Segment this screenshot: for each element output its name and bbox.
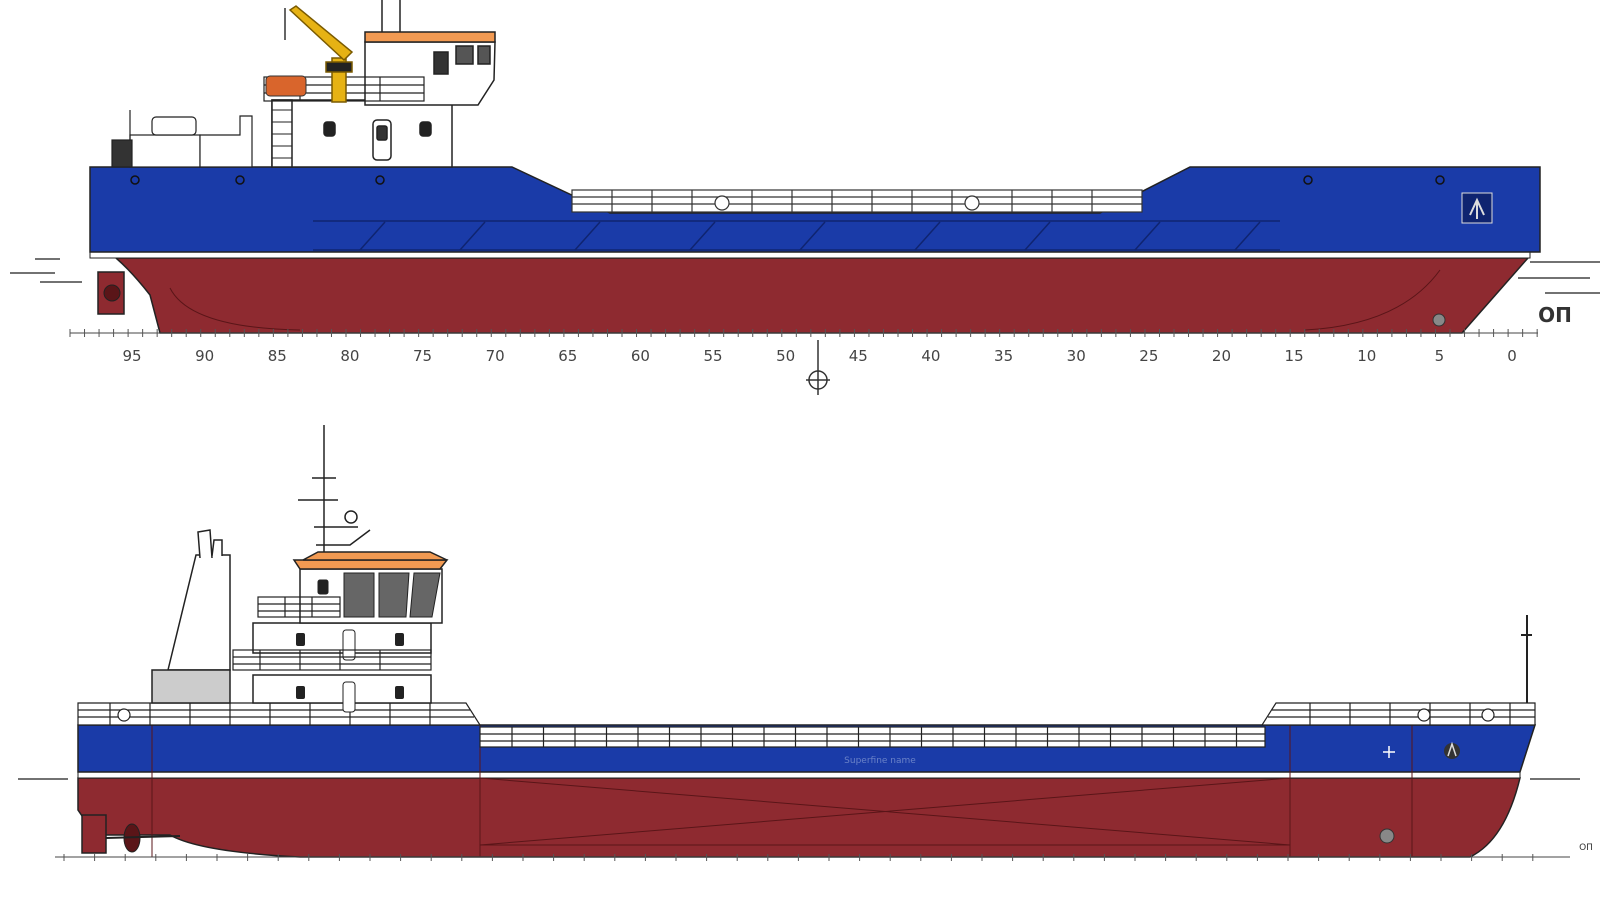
upper-hull-below-waterline <box>114 257 1530 334</box>
frame-label: 75 <box>413 347 432 365</box>
upper-deck-scuppers <box>130 175 1445 185</box>
lower-anchor-icon <box>1444 741 1460 759</box>
upper-hull-bilge-line <box>169 269 1441 331</box>
frame-label: 55 <box>704 347 723 365</box>
frame-label: 35 <box>994 347 1013 365</box>
lower-main-mast <box>298 425 371 552</box>
upper-hatch-railing <box>571 189 1143 213</box>
upper-waterline-marks <box>10 258 1600 294</box>
midship-symbol-icon <box>806 340 830 395</box>
lower-boot-line <box>77 771 1521 779</box>
frame-label: 45 <box>849 347 868 365</box>
lower-fore-mast <box>1521 615 1532 703</box>
lower-cargo-railing-posts <box>511 727 1238 747</box>
upper-frame-ticks <box>69 329 1538 337</box>
frame-label: 10 <box>1357 347 1376 365</box>
lower-portholes <box>296 629 404 713</box>
lower-baseline-label: ОП <box>1579 843 1593 853</box>
frame-label: 70 <box>486 347 505 365</box>
frame-label: 60 <box>631 347 650 365</box>
lower-mooring-mark-icon <box>1383 746 1395 758</box>
anchor-icon <box>1461 192 1493 224</box>
upper-deck-crane <box>284 5 354 103</box>
frame-label: 85 <box>268 347 287 365</box>
lower-cargo-railing <box>479 726 1266 748</box>
lower-bridge-windows <box>317 572 441 618</box>
frame-label: 40 <box>921 347 940 365</box>
lower-deck-railings <box>232 596 432 671</box>
lower-aft-railing <box>77 702 482 726</box>
lower-rudder-propeller <box>81 814 181 854</box>
upper-boot-line <box>89 251 1531 259</box>
lower-frame-ticks <box>63 854 1534 861</box>
frame-label: 20 <box>1212 347 1231 365</box>
frame-label: 15 <box>1285 347 1304 365</box>
lower-funnel <box>151 529 231 704</box>
frame-label: 30 <box>1067 347 1086 365</box>
frame-label: 0 <box>1507 347 1517 365</box>
frame-label: 5 <box>1435 347 1445 365</box>
frame-label: 65 <box>558 347 577 365</box>
lower-hull-name: Superfine name <box>844 756 916 766</box>
lower-bow-thruster <box>1379 828 1395 844</box>
upper-baseline-label: ОП <box>1538 303 1572 327</box>
upper-topside-stiffeners <box>313 220 1280 251</box>
upper-hull-topside <box>89 166 1541 253</box>
upper-bow-thruster <box>1432 313 1446 327</box>
frame-label: 80 <box>340 347 359 365</box>
frame-label: 95 <box>122 347 141 365</box>
frame-label: 50 <box>776 347 795 365</box>
frame-label: 90 <box>195 347 214 365</box>
upper-aft-machinery <box>111 110 253 168</box>
lower-fwd-railing <box>1260 702 1536 726</box>
frame-label: 25 <box>1139 347 1158 365</box>
upper-rudder-propeller <box>97 271 125 315</box>
upper-life-raft <box>265 75 307 97</box>
upper-deckhouse <box>271 99 453 168</box>
lower-ship-profile: Superfine name <box>18 425 1593 861</box>
upper-wheelhouse <box>364 0 496 106</box>
